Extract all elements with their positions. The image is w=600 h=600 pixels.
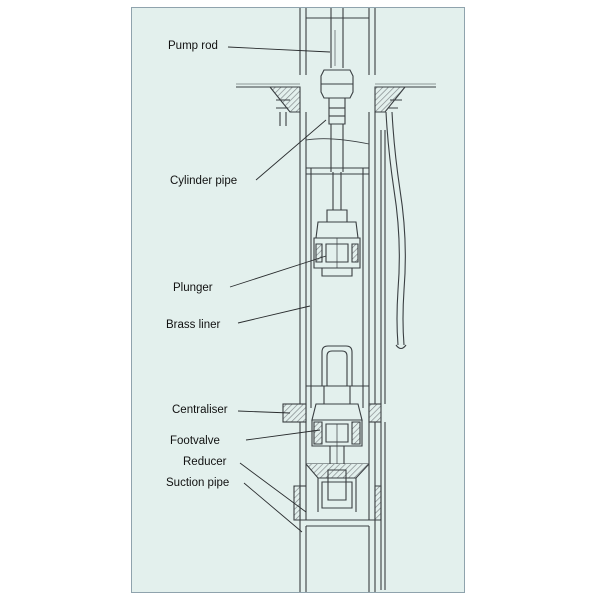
diagram-panel (131, 7, 465, 593)
label-plunger: Plunger (173, 282, 213, 294)
leader-reducer (239, 462, 307, 513)
leader-cylinder-pipe (255, 119, 327, 181)
label-footvalve: Footvalve (170, 435, 220, 447)
footvalve (311, 385, 363, 465)
leader-brass-liner (237, 305, 311, 324)
leader-pump-rod (227, 46, 331, 53)
leader-centraliser (237, 410, 291, 414)
pump-rod (330, 8, 344, 68)
label-cylinder-pipe: Cylinder pipe (170, 175, 238, 187)
suction-pipe (299, 519, 376, 592)
label-brass-liner: Brass liner (166, 319, 221, 331)
riser-pipe (299, 8, 376, 75)
label-centraliser: Centraliser (172, 404, 228, 416)
leader-lines (227, 46, 331, 533)
rod-coupling (320, 69, 354, 172)
pump-assembly (236, 8, 436, 592)
cylinder-pipe (299, 112, 376, 520)
label-suction-pipe: Suction pipe (166, 477, 230, 489)
leader-plunger (229, 255, 327, 288)
label-reducer: Reducer (183, 456, 227, 468)
external-cable (380, 111, 407, 590)
label-pump-rod: Pump rod (168, 40, 218, 52)
leader-suction-pipe (243, 482, 303, 533)
brass-liner (305, 138, 370, 408)
base-flange (236, 83, 436, 126)
leader-footvalve (245, 429, 321, 441)
